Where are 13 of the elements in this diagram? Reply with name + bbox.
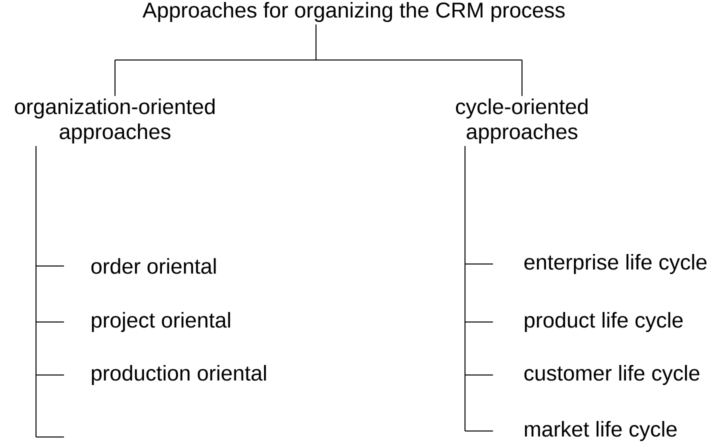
item-label: production oriental — [92, 364, 266, 386]
title-text: Approaches for organizing the CRM process — [142, 2, 565, 22]
item-label: market life cycle — [524, 420, 677, 442]
item-label: order oriental — [91, 258, 216, 274]
item-label: project oriental — [92, 312, 230, 332]
item-label: customer life cycle — [524, 364, 700, 386]
item-label: product life cycle — [524, 312, 683, 332]
category-label: cycle-oriented approaches — [456, 98, 588, 144]
tree-line — [464, 146, 494, 432]
item-label: enterprise life cycle — [524, 254, 707, 274]
tree-line — [114, 24, 522, 96]
category-label: organization-oriented approaches — [14, 98, 215, 144]
tree-line — [36, 146, 64, 438]
